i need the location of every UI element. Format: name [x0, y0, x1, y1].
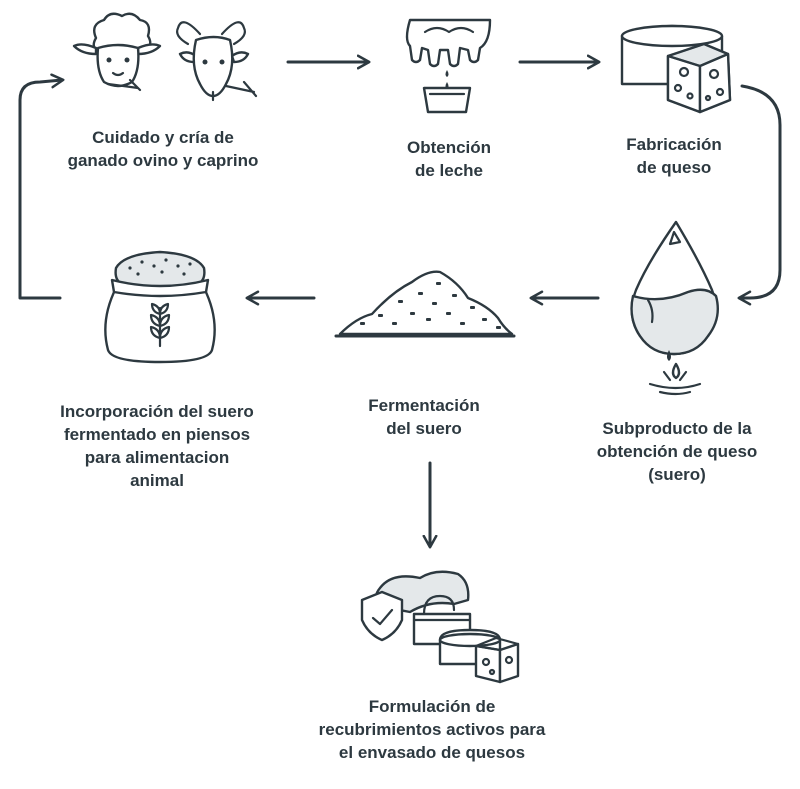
- label-whey-line-1: Subproducto de la: [602, 419, 752, 438]
- label-livestock-line-2: ganado ovino y caprino: [67, 151, 259, 170]
- arrow-cheese-to-whey: [737, 84, 782, 306]
- label-milk-line-2: de leche: [414, 161, 484, 180]
- milking-icon: [405, 18, 492, 114]
- label-whey-line-3: (suero): [648, 465, 706, 484]
- fermented-pile-icon: [334, 270, 516, 338]
- arrow-feed-to-livestock: [18, 73, 65, 300]
- label-whey: Subproducto de la obtención de queso (su…: [597, 417, 758, 486]
- label-cheese-line-2: de queso: [636, 158, 712, 177]
- label-fermentation-line-2: del suero: [386, 419, 462, 438]
- label-livestock-line-1: Cuidado y cría de: [92, 128, 234, 147]
- label-milk: Obtención de leche: [407, 136, 491, 182]
- cheese-icon: [620, 24, 732, 114]
- label-fermentation: Fermentación del suero: [368, 394, 479, 440]
- whey-drop-icon: [630, 220, 719, 396]
- label-whey-line-2: obtención de queso: [596, 442, 758, 461]
- label-cheese: Fabricación de queso: [626, 133, 721, 179]
- label-coating-line-2: recubrimientos activos para: [318, 720, 546, 739]
- label-coating-line-3: el envasado de quesos: [338, 743, 526, 762]
- label-feed-line-4: animal: [130, 471, 184, 490]
- label-milk-line-1: Obtención: [406, 138, 492, 157]
- label-feed: Incorporación del suero fermentado en pi…: [60, 400, 254, 492]
- label-coating-line-1: Formulación de: [368, 697, 496, 716]
- sheep-goat-icon: [72, 12, 258, 102]
- label-feed-line-1: Incorporación del suero: [60, 402, 254, 421]
- label-coating: Formulación de recubrimientos activos pa…: [319, 695, 546, 764]
- label-cheese-line-1: Fabricación: [626, 135, 722, 154]
- label-livestock: Cuidado y cría de ganado ovino y caprino: [68, 126, 259, 172]
- label-fermentation-line-1: Fermentación: [368, 396, 480, 415]
- label-feed-line-2: fermentado en piensos: [63, 425, 251, 444]
- label-feed-line-3: para alimentacion: [84, 448, 230, 467]
- coated-cheese-icon: [360, 570, 520, 684]
- feed-sack-icon: [104, 250, 216, 364]
